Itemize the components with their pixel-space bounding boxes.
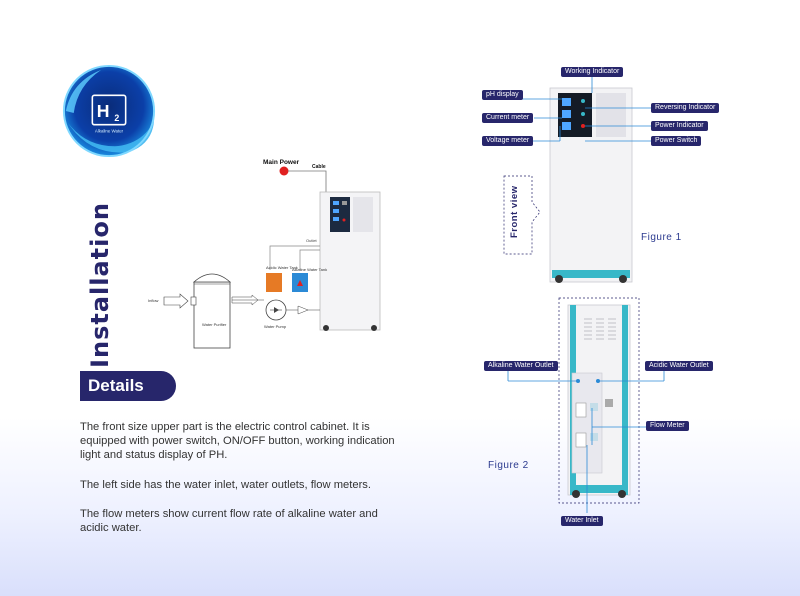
- figure-1-machine: [503, 77, 652, 283]
- details-heading: Details: [80, 371, 176, 401]
- figure-1-caption: Figure 1: [641, 232, 682, 243]
- figure-2-machine: [507, 297, 665, 513]
- page-title: Installation: [86, 202, 114, 368]
- main-power-label: Main Power: [263, 159, 300, 166]
- acidic-tank: [266, 273, 282, 292]
- callout-acidic-outlet: Acidic Water Outlet: [645, 361, 713, 371]
- callout-power-switch: Power Switch: [651, 136, 702, 146]
- callout-alkaline-outlet: Alkaline Water Outlet: [484, 361, 558, 371]
- alkaline-tank-label: Alkaline Water Tank: [292, 267, 327, 272]
- details-paragraph-3: The flow meters show current flow rate o…: [80, 508, 378, 534]
- logo-h: H: [97, 101, 110, 121]
- control-panel: [330, 197, 350, 232]
- cable-label: Cable: [312, 164, 326, 170]
- outlet-label: Outlet: [306, 238, 318, 243]
- callout-flow-meter: Flow Meter: [646, 421, 689, 431]
- callout-power-indicator: Power Indicator: [651, 121, 708, 131]
- h2-logo: H 2 Alkaline Water: [62, 64, 156, 158]
- logo-tagline: Alkaline Water: [95, 129, 124, 134]
- water-purifier: [193, 281, 231, 349]
- callout-ph-display: pH display: [482, 90, 523, 100]
- front-view-label: Front view: [509, 185, 520, 238]
- power-dot: [279, 166, 289, 176]
- details-paragraph-2: The left side has the water inlet, water…: [80, 479, 372, 491]
- acidic-tank-label: Acidic Water Tank: [266, 265, 298, 270]
- page-title-block: Installation: [60, 202, 140, 368]
- callout-current-meter: Current meter: [482, 113, 534, 123]
- water-pump-label: Water Pump: [264, 324, 287, 329]
- callout-reversing-indicator: Reversing Indicator: [651, 103, 720, 113]
- details-paragraph-1: The front size upper part is the electri…: [80, 421, 395, 461]
- figure-2-caption: Figure 2: [488, 460, 529, 471]
- callout-working-indicator: Working Indicator: [561, 67, 624, 77]
- water-purifier-label: Water Purifier: [202, 322, 227, 327]
- inflow-label: Inflow: [148, 298, 159, 303]
- logo-subscript: 2: [114, 113, 119, 123]
- callout-water-inlet: Water Inlet: [561, 516, 603, 526]
- installation-diagram: Main Power Cable Outlet Acidic Water Tan…: [148, 159, 381, 349]
- callout-voltage-meter: Voltage meter: [482, 136, 534, 146]
